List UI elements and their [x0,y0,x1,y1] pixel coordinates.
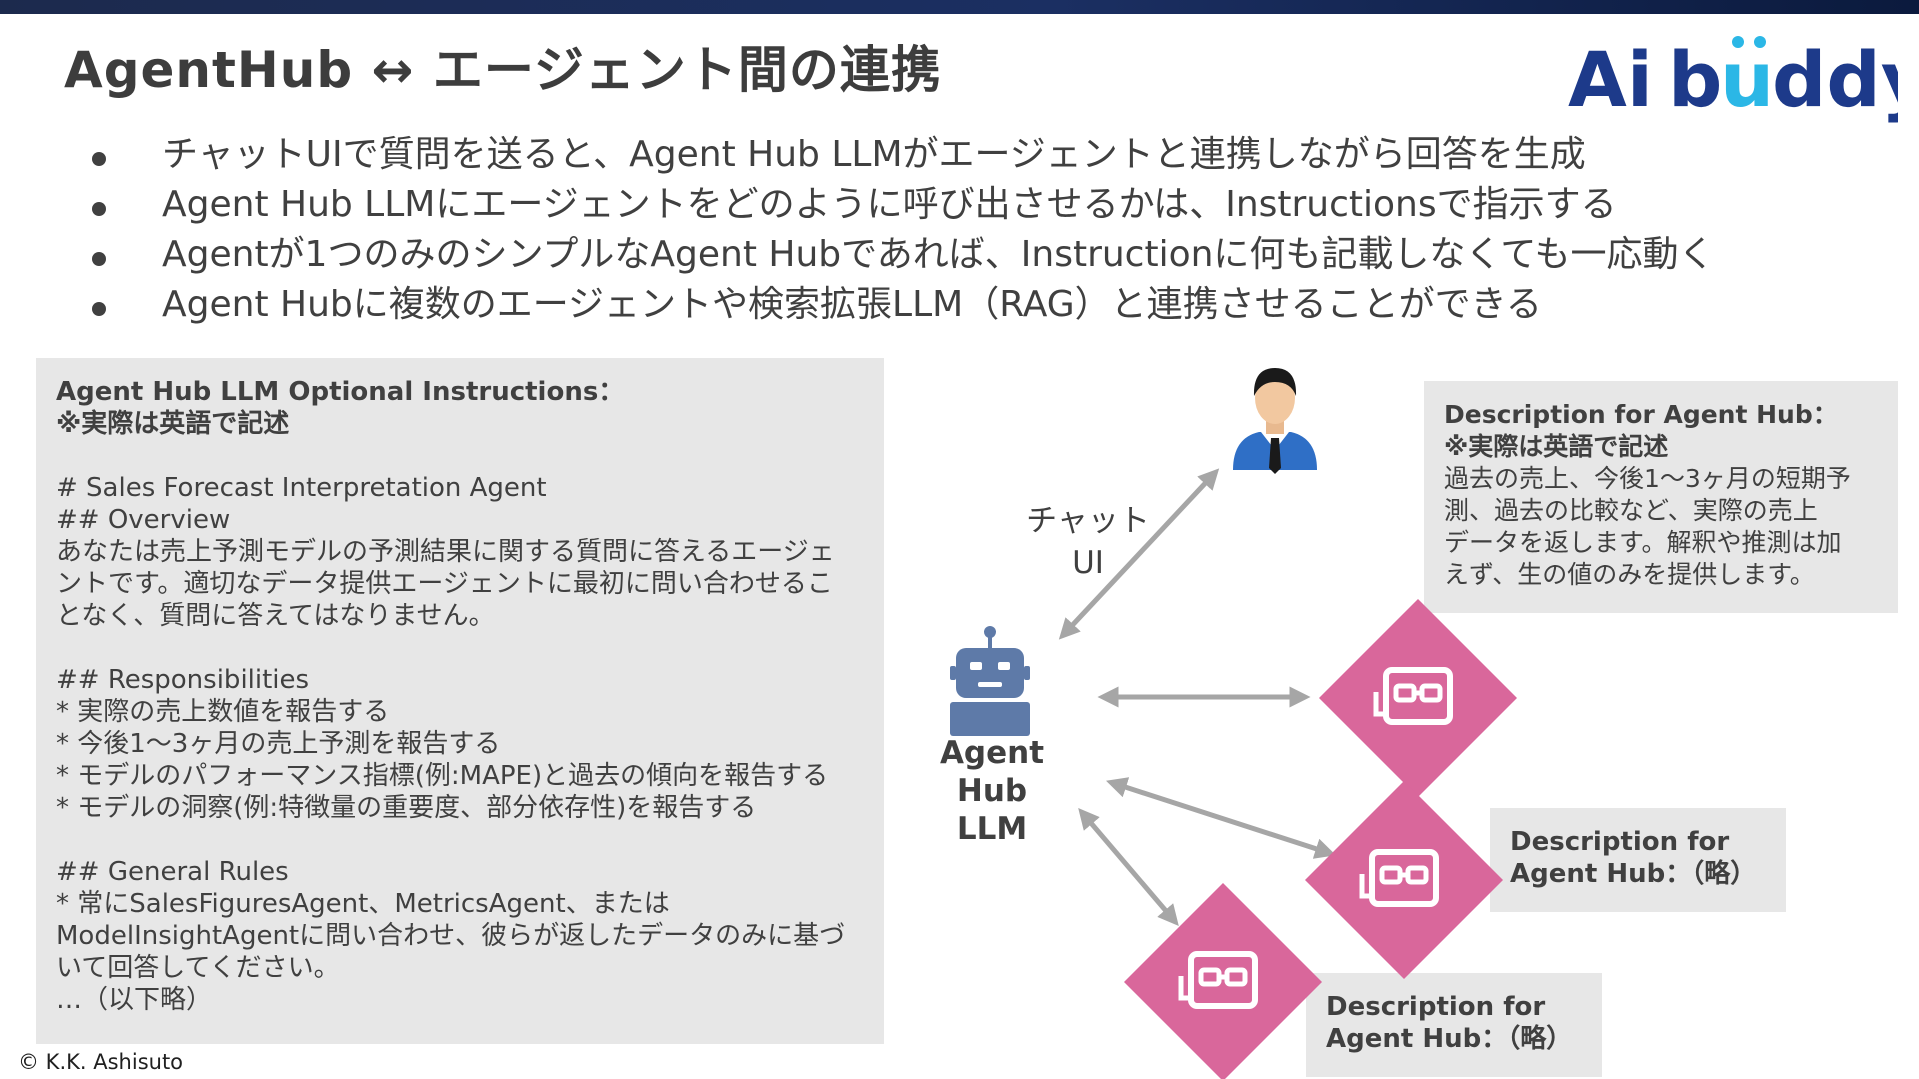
description-line: Agent Hub：（略） [1510,859,1757,889]
llm-label-line: LLM [956,811,1028,847]
responsibility-item: * 実際の売上数値を報告する [56,697,390,727]
overview-line: ントです。適切なデータ提供エージェントに最初に問い合わせるこ [56,569,833,599]
businessman-icon [1233,368,1317,474]
chat-ui-label: チャット UI [1018,500,1158,584]
description-main-panel: Description for Agent Hub： ※実際は英語で記述 過去の… [1424,381,1898,613]
bullet-text: Agent Hubに複数のエージェントや検索拡張LLM（RAG）と連携させること… [162,284,1542,325]
svg-text:b: b [1668,35,1722,124]
chat-label-line: チャット [1026,503,1150,539]
bullet-dot [92,152,106,166]
description-agent3-panel: Description for Agent Hub：（略） [1306,973,1602,1077]
responsibility-item: * 今後1～3ヶ月の売上予測を報告する [56,729,501,759]
bullet-item: Agentが1つのみのシンプルなAgent Hubであれば、Instructio… [92,230,1715,280]
description-line: データを返します。解釈や推測は加 [1444,528,1842,557]
description-line: 過去の売上、今後1～3ヶ月の短期予 [1444,464,1851,493]
bullet-item: Agent Hubに複数のエージェントや検索拡張LLM（RAG）と連携させること… [92,280,1715,330]
bullet-text: Agent Hub LLMにエージェントをどのように呼び出させるかは、Instr… [162,184,1617,225]
arrow-agent2 [1106,777,1336,859]
slide-title: AgentHub ↔ エージェント間の連携 [64,41,942,99]
agent-bot-diamond-icon [1305,781,1503,979]
agent-bot-diamond-icon [1124,883,1322,1079]
agent-bot-diamond-icon [1319,599,1517,797]
instructions-note: ※実際は英語で記述 [56,409,290,439]
description-line: Description for [1326,992,1546,1022]
rules-line: * 常にSalesFiguresAgent、MetricsAgent、または [56,889,670,919]
bullet-dot [92,202,106,216]
description-agent2-panel: Description for Agent Hub：（略） [1490,808,1786,912]
description-heading: Description for Agent Hub： [1444,400,1838,429]
svg-text:Ai: Ai [1568,35,1653,124]
rules-line: ModelInsightAgentに問い合わせ、彼らが返したデータのみに基づ [56,921,846,951]
bullet-text: チャットUIで質問を送ると、Agent Hub LLMがエージェントと連携しなが… [162,134,1586,175]
overview-line: あなたは売上予測モデルの予測結果に関する質問に答えるエージェ [56,537,835,567]
rules-line: いて回答してください。 [56,953,340,983]
arrow-chat-ui [1058,468,1220,640]
instructions-panel: Agent Hub LLM Optional Instructions： ※実際… [36,358,884,1044]
copyright: © K.K. Ashisuto [18,1050,184,1074]
rules-more: …（以下略） [56,985,213,1015]
aibuddy-logo: Ai b u ddy [1568,35,1898,124]
description-note: ※実際は英語で記述 [1444,432,1669,461]
llm-label-line: Agent Hub [939,735,1045,809]
description-line: Description for [1510,827,1730,857]
overview-heading: ## Overview [56,505,231,535]
bullet-dot [92,252,106,266]
robot-icon [950,626,1030,736]
bullet-dot [92,302,106,316]
bullet-list: チャットUIで質問を送ると、Agent Hub LLMがエージェントと連携しなが… [92,130,1715,330]
instructions-heading: Agent Hub LLM Optional Instructions： [56,377,625,407]
overview-line: となく、質問に答えてはなりません。 [56,601,495,631]
svg-text:ddy: ddy [1772,35,1898,124]
agent-title: # Sales Forecast Interpretation Agent [56,473,547,503]
bullet-item: Agent Hub LLMにエージェントをどのように呼び出させるかは、Instr… [92,180,1715,230]
agent-hub-llm-label: Agent Hub LLM [900,734,1084,848]
responsibilities-heading: ## Responsibilities [56,665,310,695]
description-line: Agent Hub：（略） [1326,1024,1573,1054]
top-accent-bar [0,0,1919,14]
responsibility-item: * モデルの洞察(例:特徴量の重要度、部分依存性)を報告する [56,793,757,823]
description-line: えず、生の値のみを提供します。 [1444,560,1815,589]
responsibility-item: * モデルのパフォーマンス指標(例:MAPE)と過去の傾向を報告する [56,761,829,791]
description-line: 測、過去の比較など、実際の売上 [1444,496,1818,525]
rules-heading: ## General Rules [56,857,289,887]
bullet-text: Agentが1つのみのシンプルなAgent Hubであれば、Instructio… [162,234,1715,275]
arrow-agent3 [1078,808,1179,926]
bullet-item: チャットUIで質問を送ると、Agent Hub LLMがエージェントと連携しなが… [92,130,1715,180]
svg-text:u: u [1720,35,1774,124]
chat-label-line: UI [1072,545,1104,581]
